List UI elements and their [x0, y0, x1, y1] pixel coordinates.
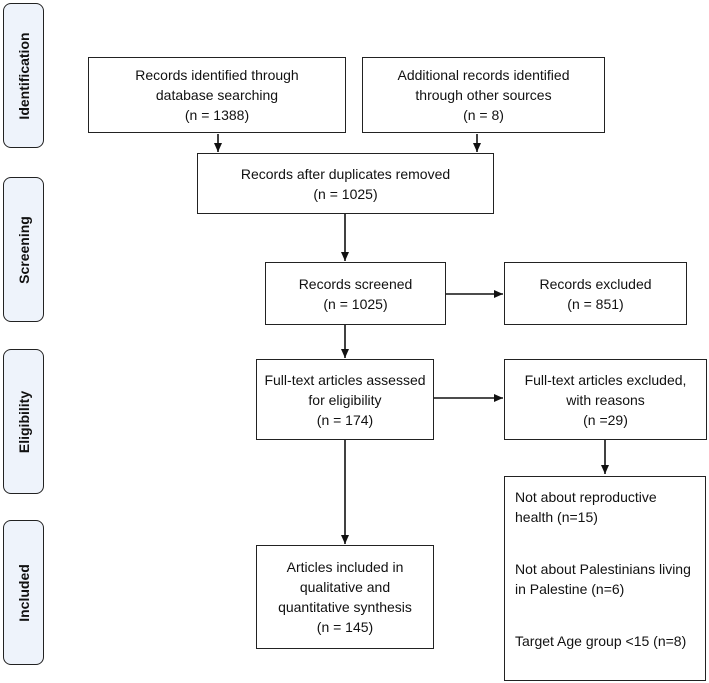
duplicates-line-2: (n = 1025) — [313, 185, 378, 202]
database-line-2: database searching — [155, 87, 279, 103]
reason-reproductive-health: Not about reproductive health (n=15) — [515, 487, 695, 527]
reason-1-line-1: Not about reproductive — [515, 489, 657, 505]
phase-eligibility: Eligibility — [3, 349, 44, 494]
box-database-records: Records identified through database sear… — [88, 57, 346, 133]
included-line-4: (n = 145) — [316, 619, 374, 635]
database-line-1: Records identified through — [135, 67, 299, 83]
ft-excluded-line-2: with reasons — [566, 391, 645, 408]
database-line-3: (n = 1388) — [184, 107, 250, 123]
box-exclusion-reasons: Not about reproductive health (n=15) Not… — [504, 476, 706, 681]
screened-line-1: Records screened — [298, 275, 413, 292]
box-articles-included: Articles included in qualitative and qua… — [256, 545, 434, 649]
box-other-sources: Additional records identified through ot… — [362, 57, 605, 133]
box-fulltext-assessed: Full-text articles assessed for eligibil… — [256, 359, 434, 440]
reason-palestinians: Not about Palestinians living in Palesti… — [515, 559, 695, 599]
assessed-line-1: Full-text articles assessed — [264, 371, 426, 388]
assessed-line-3: (n = 174) — [316, 411, 374, 428]
assessed-line-2: for eligibility — [308, 391, 382, 408]
reason-3-line-1: Target Age group <15 (n=8) — [515, 633, 687, 649]
box-fulltext-excluded: Full-text articles excluded, with reason… — [504, 359, 707, 440]
phase-included: Included — [3, 520, 44, 665]
reason-2-line-2: in Palestine (n=6) — [515, 581, 625, 597]
reason-target-age: Target Age group <15 (n=8) — [515, 631, 695, 651]
phase-screening: Screening — [3, 177, 44, 322]
excluded-line-1: Records excluded — [539, 275, 652, 292]
reason-1-line-2: health (n=15) — [515, 509, 598, 525]
ft-excluded-line-1: Full-text articles excluded, — [524, 371, 687, 388]
box-after-duplicates: Records after duplicates removed (n = 10… — [197, 153, 494, 214]
duplicates-line-1: Records after duplicates removed — [240, 165, 451, 182]
reason-2-line-1: Not about Palestinians living — [515, 561, 691, 577]
ft-excluded-line-3: (n =29) — [583, 411, 628, 428]
phase-identification: Identification — [3, 3, 44, 148]
included-line-2: qualitative and — [299, 579, 391, 595]
screened-line-2: (n = 1025) — [323, 295, 388, 312]
other-line-2: through other sources — [415, 87, 552, 103]
box-records-excluded: Records excluded (n = 851) — [504, 262, 687, 325]
included-line-3: quantitative synthesis — [278, 599, 412, 615]
other-line-3: (n = 8) — [463, 107, 504, 123]
excluded-line-2: (n = 851) — [567, 295, 624, 312]
other-line-1: Additional records identified — [397, 67, 570, 83]
box-records-screened: Records screened (n = 1025) — [265, 262, 446, 325]
included-line-1: Articles included in — [286, 559, 404, 575]
